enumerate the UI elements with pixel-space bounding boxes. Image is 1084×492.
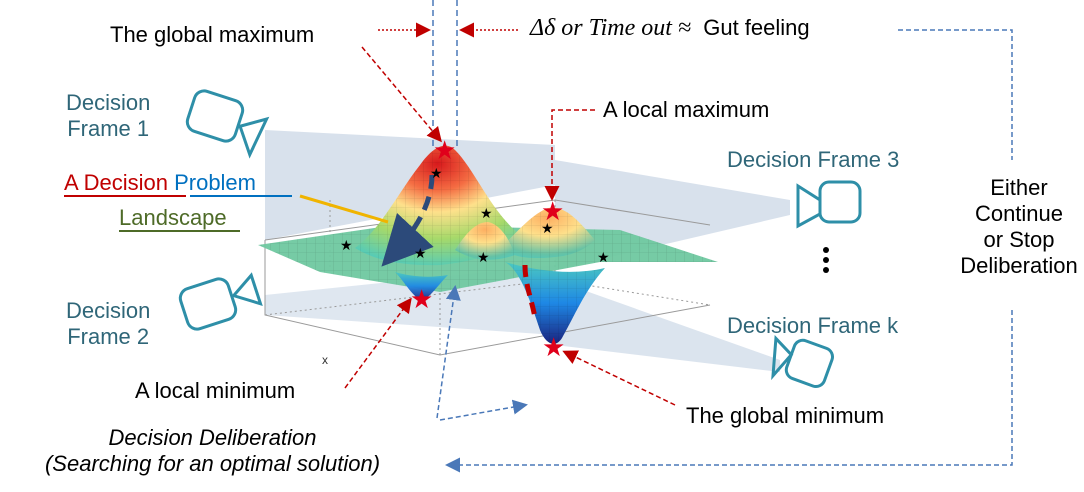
global-max-label: The global maximum — [110, 22, 315, 47]
landscape-pointer — [299, 194, 389, 224]
svg-text:★: ★ — [414, 245, 427, 261]
svg-text:★: ★ — [542, 332, 565, 362]
svg-text:★: ★ — [430, 165, 443, 181]
landscape-label-line2: Landscape — [119, 205, 227, 230]
deliberation-arrow-1 — [436, 285, 461, 419]
axis-tick-label: x — [322, 353, 328, 367]
global-max-arrow — [361, 46, 442, 143]
frame-1-label: Decision Frame 1 — [66, 90, 151, 141]
delta-formula: Δδ or Time out ≈ — [530, 15, 692, 41]
local-max-label: A local maximum — [603, 97, 770, 122]
feedback-top-line — [898, 29, 1013, 160]
svg-text:★: ★ — [340, 237, 353, 253]
svg-text:★: ★ — [597, 249, 610, 265]
video-camera-icon — [771, 334, 834, 389]
frame-3-label: Decision Frame 3 — [727, 147, 900, 172]
feedback-bottom-line — [445, 310, 1013, 473]
local-max-arrow — [544, 109, 595, 201]
global-min-arrow — [562, 350, 676, 406]
search-path-arrow-2 — [522, 264, 538, 319]
local-min-label: A local minimum — [135, 378, 296, 403]
gut-feeling-label: Gut feeling — [703, 15, 810, 40]
search-path-arrow-1 — [381, 174, 435, 267]
svg-text:★: ★ — [410, 284, 433, 314]
svg-text:★: ★ — [480, 205, 493, 221]
svg-text:★: ★ — [541, 196, 564, 226]
video-camera-icon — [796, 180, 862, 229]
black-star-icon: ★ ★ ★ ★ ★ ★ ★ — [340, 165, 610, 265]
delta-expression: Δδ or Time out ≈ Gut feeling — [530, 15, 810, 41]
video-camera-icon — [178, 272, 263, 331]
frame-k-plane — [555, 280, 780, 372]
vertical-ellipsis-icon — [823, 247, 829, 273]
red-star-icon: ★ ★ ★ ★ — [410, 135, 565, 362]
frame-2-label: Decision Frame 2 — [66, 298, 151, 349]
deliberation-label: Decision Deliberation (Searching for an … — [44, 425, 381, 476]
svg-text:★: ★ — [541, 220, 554, 236]
landscape-label: A Decision Problem — [64, 170, 256, 195]
global-min-label: The global minimum — [686, 403, 885, 428]
either-continue-label: Either Continue or Stop Deliberation — [960, 175, 1078, 278]
svg-text:★: ★ — [433, 135, 456, 165]
local-min-arrow — [344, 297, 412, 389]
video-camera-icon — [185, 89, 270, 159]
svg-text:★: ★ — [477, 249, 490, 265]
deliberation-arrow-2 — [439, 399, 528, 421]
frame-k-label: Decision Frame k — [727, 313, 899, 338]
